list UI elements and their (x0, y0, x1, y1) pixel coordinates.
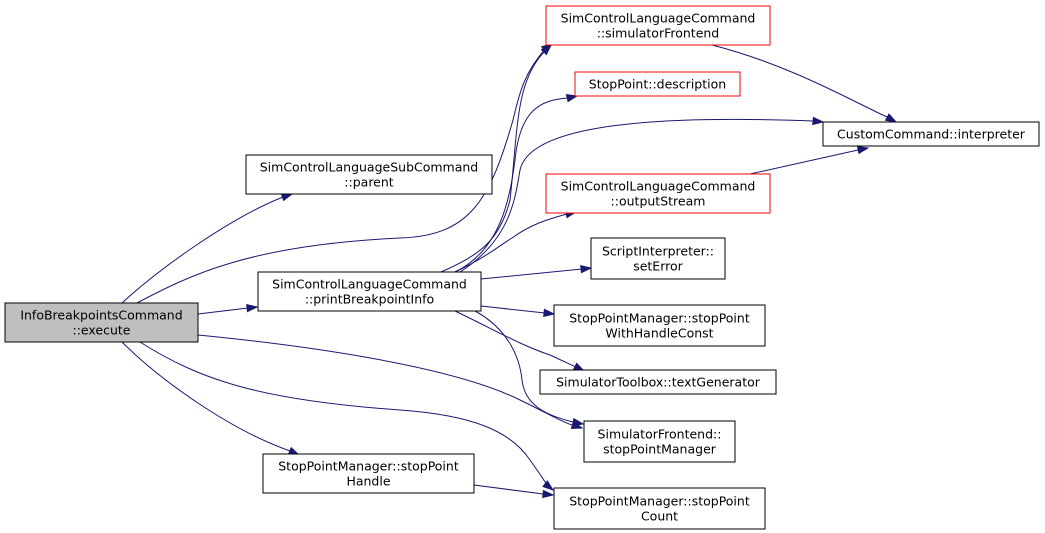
node-printBreakpointInfo[interactable]: SimControlLanguageCommand::printBreakpoi… (257, 271, 482, 312)
edge-printBreakpointInfo-to-withHandleConst (480, 305, 556, 318)
arrowhead (540, 43, 553, 56)
edge-handle-to-count (473, 484, 555, 499)
node-label-line: WithHandleConst (605, 326, 713, 341)
arrowhead (280, 193, 294, 202)
node-label-line: ::execute (73, 323, 131, 338)
arrowhead (571, 417, 585, 427)
edge-line (749, 149, 859, 175)
node-box (4, 302, 199, 343)
node-box (545, 5, 771, 46)
node-box (257, 271, 482, 312)
arrowhead (884, 113, 898, 123)
edge-execute-to-handle (121, 341, 301, 456)
node-parent[interactable]: SimControlLanguageSubCommand::parent (245, 154, 493, 195)
node-box (539, 369, 777, 395)
edge-line (136, 47, 547, 304)
edge-printBreakpointInfo-to-description (454, 94, 579, 273)
node-box (590, 237, 726, 280)
node-box (545, 173, 771, 214)
node-label-line: InfoBreakpointsCommand (20, 308, 182, 323)
edge-line (459, 118, 814, 273)
edge-line (440, 49, 547, 273)
node-box (553, 304, 766, 347)
node-label-line: StopPoint::description (589, 77, 726, 92)
edge-line (454, 213, 568, 273)
node-box (553, 487, 766, 530)
edge-printBreakpointInfo-to-stopPointManager (474, 310, 585, 427)
node-label-line: CustomCommand::interpreter (837, 127, 1026, 142)
edge-execute-to-stopPointManager (197, 334, 584, 430)
edge-printBreakpointInfo-to-outputStream (454, 210, 578, 273)
edge-line (480, 305, 546, 314)
edge-printBreakpointInfo-to-simulatorFrontend (440, 43, 553, 273)
arrowhead (856, 145, 870, 155)
arrowhead (543, 308, 556, 318)
node-label-line: SimControlLanguageCommand (561, 11, 756, 26)
edge-line (473, 484, 544, 495)
node-label-line: ScriptInterpreter:: (602, 244, 714, 259)
arrowhead (812, 116, 825, 126)
edge-execute-to-printBreakpointInfo (197, 303, 259, 315)
edges-layer (121, 43, 898, 499)
node-box (822, 121, 1040, 147)
node-label-line: setError (633, 259, 683, 274)
nodes-layer: InfoBreakpointsCommand::execute SimContro… (4, 5, 1040, 530)
node-label-line: Handle (346, 474, 390, 489)
node-label-line: StopPointManager::stopPoint (569, 311, 750, 326)
edge-simulatorFrontend-to-interpreter (711, 44, 898, 123)
node-label-line: Count (641, 509, 678, 524)
node-label-line: SimulatorToolbox::textGenerator (556, 375, 761, 390)
node-box (583, 420, 736, 463)
edge-execute-to-count (139, 341, 555, 491)
node-setError[interactable]: ScriptInterpreter::setError (590, 237, 726, 280)
edge-line (711, 44, 888, 118)
arrowhead (246, 303, 259, 313)
node-box (574, 71, 741, 97)
edge-line (121, 196, 284, 304)
edge-line (197, 307, 249, 315)
node-description[interactable]: StopPoint::description (574, 71, 741, 97)
node-label-line: ::outputStream (611, 194, 706, 209)
node-textGenerator[interactable]: SimulatorToolbox::textGenerator (539, 369, 777, 395)
node-label-line: SimControlLanguageCommand (272, 277, 467, 292)
edge-line (480, 268, 583, 280)
node-label-line: SimulatorFrontend:: (598, 427, 722, 442)
edge-outputStream-to-interpreter (749, 145, 870, 175)
edge-printBreakpointInfo-to-interpreter (459, 116, 825, 273)
arrowhead (542, 489, 555, 499)
edge-line (474, 310, 574, 423)
node-label-line: StopPointManager::stopPoint (278, 459, 459, 474)
edge-line (197, 334, 573, 426)
node-stopPointManager[interactable]: SimulatorFrontend::stopPointManager (583, 420, 736, 463)
edge-printBreakpointInfo-to-setError (480, 264, 593, 280)
arrowhead (565, 94, 579, 103)
node-execute[interactable]: InfoBreakpointsCommand::execute (4, 302, 199, 343)
edge-printBreakpointInfo-to-textGenerator (454, 310, 586, 372)
node-simulatorFrontend[interactable]: SimControlLanguageCommand::simulatorFron… (545, 5, 771, 46)
edge-line (121, 341, 291, 452)
node-withHandleConst[interactable]: StopPointManager::stopPointWithHandleCon… (553, 304, 766, 347)
edge-line (454, 97, 569, 273)
node-interpreter[interactable]: CustomCommand::interpreter (822, 121, 1040, 147)
edge-line (139, 341, 549, 487)
node-label-line: stopPointManager (603, 442, 717, 457)
node-box (245, 154, 493, 195)
arrowhead (542, 480, 555, 491)
node-outputStream[interactable]: SimControlLanguageCommand::outputStream (545, 173, 771, 214)
node-label-line: ::parent (344, 175, 393, 190)
node-box (262, 453, 475, 494)
arrowhead (580, 264, 593, 274)
node-label-line: StopPointManager::stopPoint (569, 494, 750, 509)
node-label-line: ::printBreakpointInfo (305, 292, 434, 307)
node-label-line: SimControlLanguageSubCommand (260, 160, 479, 175)
node-label-line: ::simulatorFrontend (597, 26, 720, 41)
node-label-line: SimControlLanguageCommand (561, 179, 756, 194)
edge-line (454, 310, 579, 369)
